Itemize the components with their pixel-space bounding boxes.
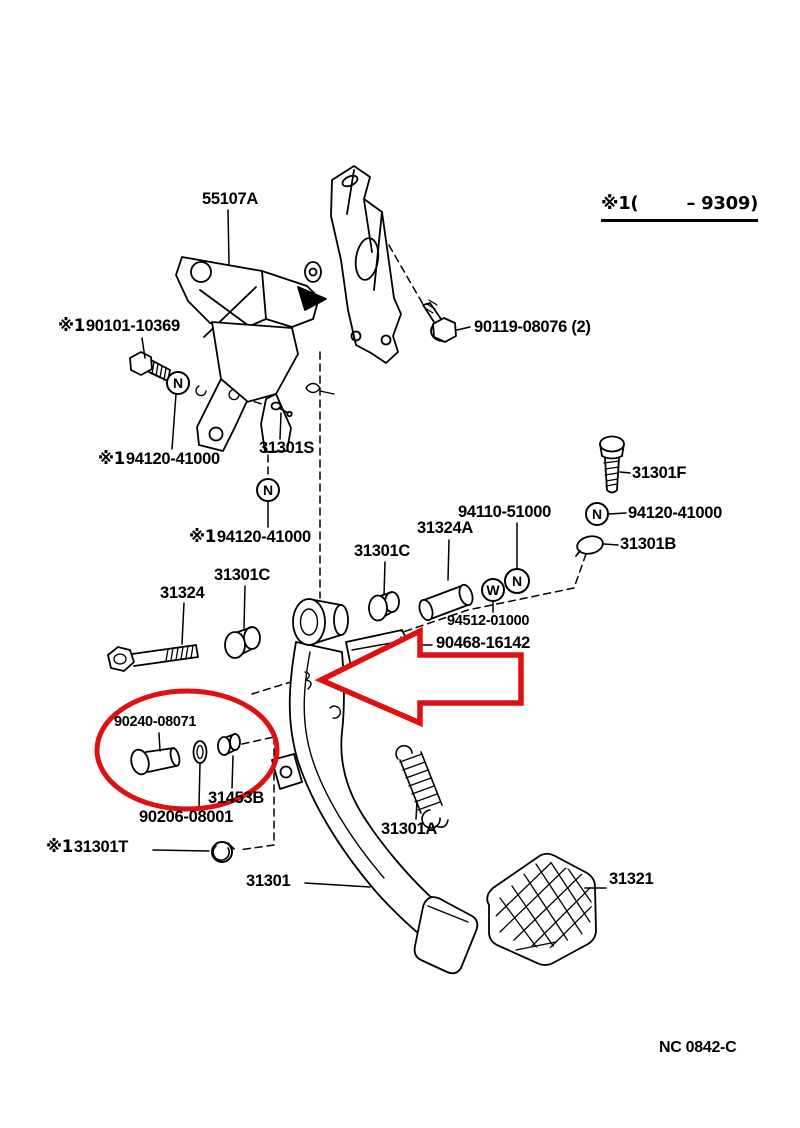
- hex-bolt-90101-icon: [129, 351, 171, 382]
- nut-symbol-icon: N: [592, 506, 602, 522]
- note1-mark: ※1: [58, 316, 85, 335]
- assembly-dashed-lines: [238, 213, 587, 851]
- drawing-number: NC 0842-C: [659, 1039, 737, 1056]
- part-label-31321: 31321: [609, 870, 654, 888]
- part-label-90101: ※190101-10369: [58, 316, 180, 335]
- part-label-94120-right: 94120-41000: [628, 504, 722, 522]
- part-number: 31301T: [73, 838, 129, 856]
- highlight-ellipse: [94, 688, 280, 812]
- pin-90240-icon: [130, 747, 181, 776]
- part-label-31324: 31324: [160, 584, 205, 602]
- part-label-94120-mid: ※194120-41000: [189, 527, 311, 546]
- part-number: 94120-41000: [216, 528, 311, 546]
- part-label-94120-upper: ※194120-41000: [98, 449, 220, 468]
- washer-90206-icon: [192, 740, 208, 764]
- note-prefix: ※1(: [601, 193, 639, 214]
- part-label-90468: 90468-16142: [436, 634, 530, 652]
- bolt-31324-icon: [107, 644, 199, 672]
- bushing-31301c-right-icon: [368, 591, 400, 622]
- part-label-31301: 31301: [246, 872, 291, 890]
- part-label-90206: 90206-08001: [139, 808, 233, 826]
- part-label-31301c-right: 31301C: [354, 542, 410, 560]
- production-note: ※1( – 9309): [601, 195, 758, 222]
- note1-mark: ※1: [189, 527, 216, 546]
- part-label-31301t: ※131301T: [46, 837, 129, 856]
- part-label-31301a: 31301A: [381, 820, 437, 838]
- note1-mark: ※1: [46, 837, 73, 856]
- part-label-31324a: 31324A: [417, 519, 473, 537]
- part-label-55107a: 55107A: [202, 190, 258, 208]
- spring-31301a-icon: [395, 744, 449, 829]
- note-range: – 9309): [686, 193, 759, 214]
- collar-31324a-icon: [418, 583, 474, 622]
- screw-31301f-icon: [599, 435, 625, 494]
- washer-symbol-icon: W: [486, 582, 500, 598]
- part-number: 94120-41000: [125, 450, 220, 468]
- part-label-31301f: 31301F: [632, 464, 687, 482]
- note1-mark: ※1: [98, 449, 125, 468]
- nut-symbol-icon: N: [173, 375, 183, 391]
- screw-90119-icon: [422, 299, 457, 343]
- bushing-31301c-left-icon: [224, 626, 261, 659]
- part-label-90119: 90119-08076 (2): [474, 318, 591, 336]
- fastener-symbols: [166, 371, 609, 602]
- nut-symbol-icon: N: [512, 573, 522, 589]
- nut-symbol-icon: N: [263, 482, 273, 498]
- part-label-31453b: 31453B: [208, 789, 264, 807]
- cap-31301b-icon: [575, 535, 604, 557]
- highlight-arrow-icon: [314, 626, 524, 728]
- part-label-94512: 94512-01000: [447, 613, 530, 629]
- part-label-90240: 90240-08071: [114, 714, 197, 730]
- part-label-31301s: 31301S: [259, 439, 315, 457]
- pin-31301s-icon: [270, 401, 293, 418]
- part-label-94110: 94110-51000: [458, 503, 552, 521]
- bushing-31453b-icon: [217, 733, 241, 756]
- pedal-bracket-art: [175, 165, 402, 453]
- part-label-31301b: 31301B: [620, 535, 676, 553]
- washer-31301t-icon: [211, 841, 235, 863]
- pedal-pad-31321-icon: [486, 852, 597, 966]
- part-label-31301c-left: 31301C: [214, 566, 270, 584]
- part-number: 90101-10369: [85, 317, 180, 335]
